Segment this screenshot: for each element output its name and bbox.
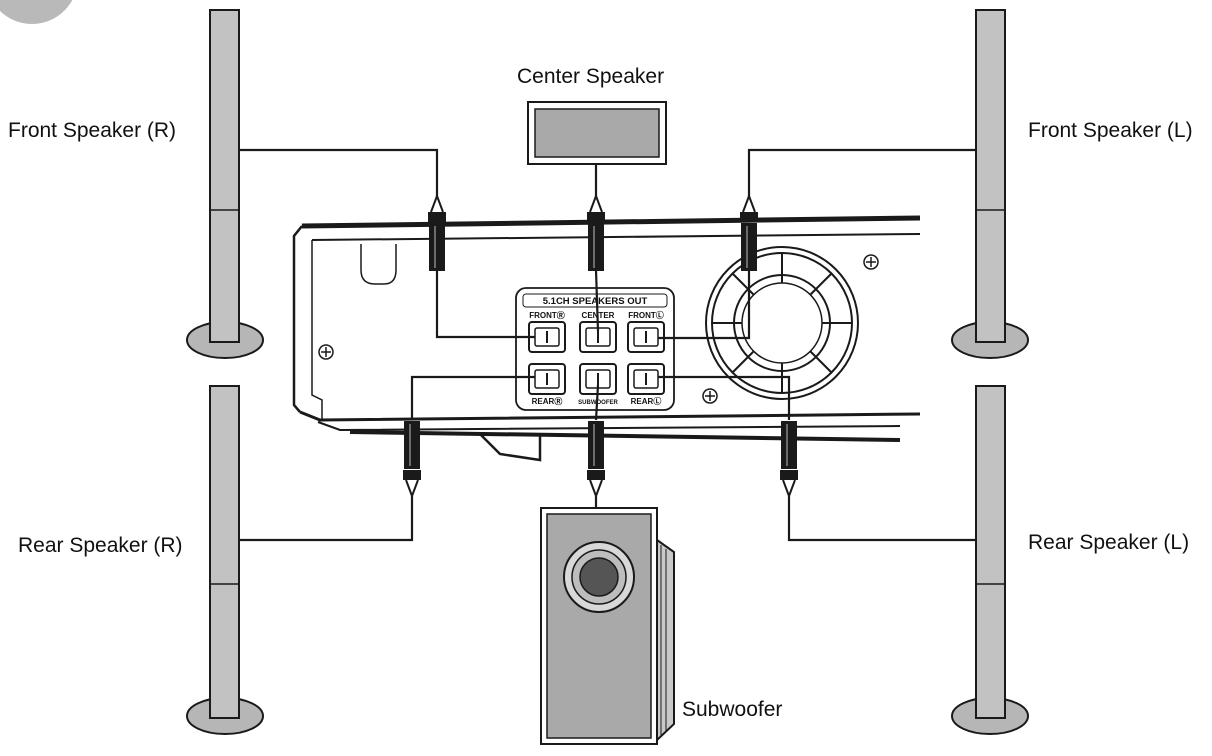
panel-label-front-r: FRONTⓇ (529, 310, 565, 320)
cable-subwoofer (594, 384, 600, 508)
plug-subwoofer (587, 421, 605, 497)
plug-front-right (428, 195, 446, 271)
panel-title: 5.1CH SPEAKERS OUT (543, 296, 648, 307)
screw-icon (702, 388, 718, 404)
label-rear-speaker-left: Rear Speaker (L) (1028, 531, 1189, 554)
terminal-rear-left (627, 363, 665, 395)
receiver-unit (292, 215, 921, 462)
plug-rear-right (403, 421, 421, 497)
panel-label-subwoofer: SUBWOOFER (578, 400, 618, 406)
rear-speaker-right (186, 385, 264, 735)
plug-rear-left (780, 421, 798, 497)
screw-icon (318, 344, 334, 360)
center-speaker (527, 101, 667, 165)
label-subwoofer: Subwoofer (682, 698, 782, 721)
cable-rear-right (239, 375, 535, 542)
label-center-speaker: Center Speaker (517, 65, 664, 88)
cable-front-right (239, 148, 535, 339)
panel-label-front-l: FRONTⓁ (628, 310, 664, 320)
front-speaker-right (186, 9, 264, 359)
front-speaker-left (951, 9, 1029, 359)
cooling-fan (705, 246, 859, 400)
cable-front-left (658, 148, 976, 340)
plug-front-left (740, 195, 758, 271)
subwoofer-box (540, 507, 675, 745)
label-rear-speaker-right: Rear Speaker (R) (18, 534, 183, 557)
terminal-rear-right (528, 363, 566, 395)
screw-icon (863, 254, 879, 270)
panel-label-rear-l: REARⓁ (631, 396, 662, 406)
terminal-subwoofer (579, 363, 617, 395)
plug-center (587, 195, 605, 271)
label-front-speaker-right: Front Speaker (R) (8, 119, 176, 142)
terminal-front-right (528, 321, 566, 353)
label-front-speaker-left: Front Speaker (L) (1028, 119, 1193, 142)
terminal-center (579, 321, 617, 353)
panel-label-rear-r: REARⓇ (532, 396, 563, 406)
step-badge (0, 0, 73, 24)
rear-speaker-left (951, 385, 1029, 735)
cable-rear-left (658, 375, 976, 542)
cable-center (594, 164, 600, 332)
